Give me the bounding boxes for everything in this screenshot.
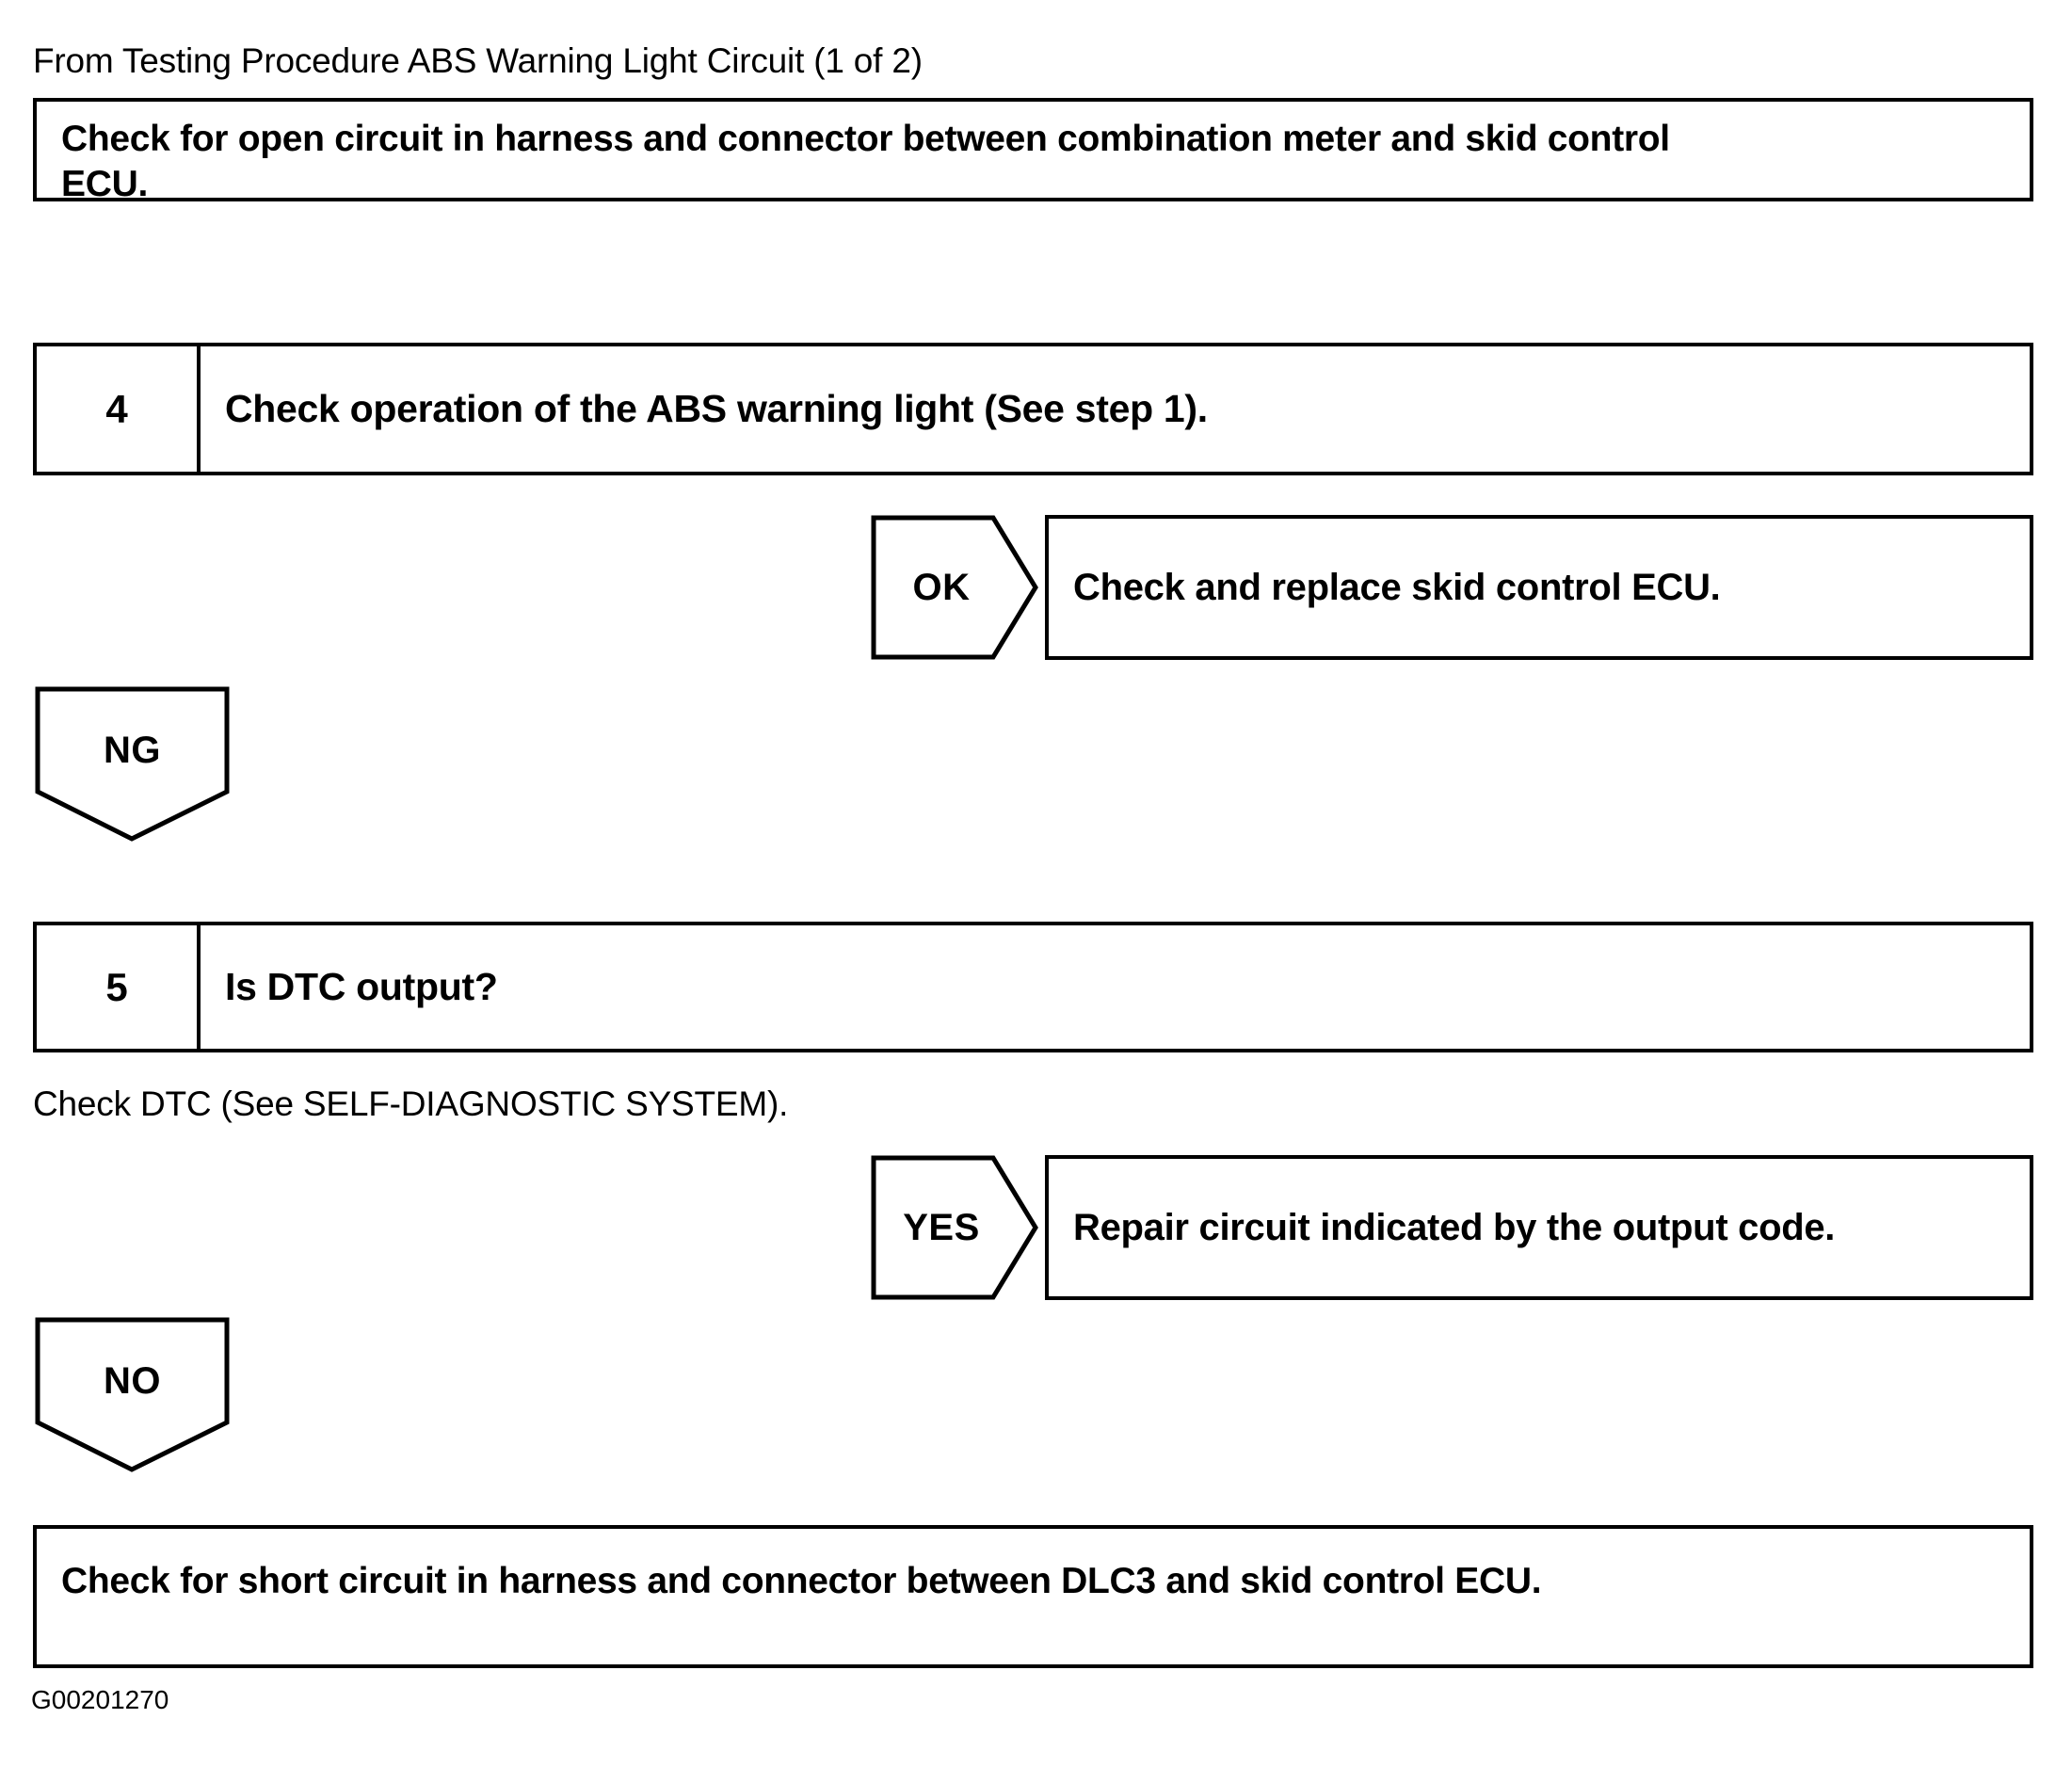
- step-4-text: Check operation of the ABS warning light…: [225, 387, 1208, 430]
- step-4-box: 4 Check operation of the ABS warning lig…: [33, 343, 2033, 475]
- source-procedure-note: From Testing Procedure ABS Warning Light…: [33, 41, 923, 80]
- result-box-repair-circuit: Repair circuit indicated by the output c…: [1045, 1155, 2033, 1300]
- instruction-box-short-circuit-line1: Check for short circuit in harness and c…: [61, 1561, 1542, 1601]
- judgement-yes-label: YES: [903, 1206, 980, 1248]
- step-4-number: 4: [37, 346, 201, 472]
- judgement-ng-arrow: NG: [35, 686, 230, 842]
- judgement-yes-arrow: YES: [871, 1155, 1038, 1300]
- pentagon-down-icon: [35, 686, 230, 842]
- result-box-replace-skid-control-ecu-text: Check and replace skid control ECU.: [1073, 566, 1721, 608]
- judgement-ok-label: OK: [912, 566, 971, 608]
- judgement-no-arrow: NO: [35, 1317, 230, 1472]
- instruction-box-open-circuit-line2: ECU.: [61, 163, 148, 204]
- pentagon-down-icon: [35, 1317, 230, 1472]
- judgement-ng-label: NG: [104, 730, 161, 771]
- instruction-box-open-circuit-line1: Check for open circuit in harness and co…: [61, 119, 1670, 159]
- figure-code: G00201270: [31, 1685, 169, 1714]
- instruction-box-short-circuit: Check for short circuit in harness and c…: [33, 1525, 2033, 1668]
- step-5-box: 5 Is DTC output?: [33, 922, 2033, 1052]
- step-5-text: Is DTC output?: [225, 965, 498, 1008]
- pentagon-right-icon: [871, 515, 1038, 660]
- judgement-ok-arrow: OK: [871, 515, 1038, 660]
- instruction-box-open-circuit: Check for open circuit in harness and co…: [33, 98, 2033, 204]
- step-5-note: Check DTC (See SELF-DIAGNOSTIC SYSTEM).: [33, 1084, 789, 1123]
- result-box-replace-skid-control-ecu: Check and replace skid control ECU.: [1045, 515, 2033, 660]
- result-box-repair-circuit-text: Repair circuit indicated by the output c…: [1073, 1206, 1836, 1248]
- judgement-no-label: NO: [104, 1360, 161, 1402]
- pentagon-right-icon: [871, 1155, 1038, 1300]
- step-5-number: 5: [37, 925, 201, 1049]
